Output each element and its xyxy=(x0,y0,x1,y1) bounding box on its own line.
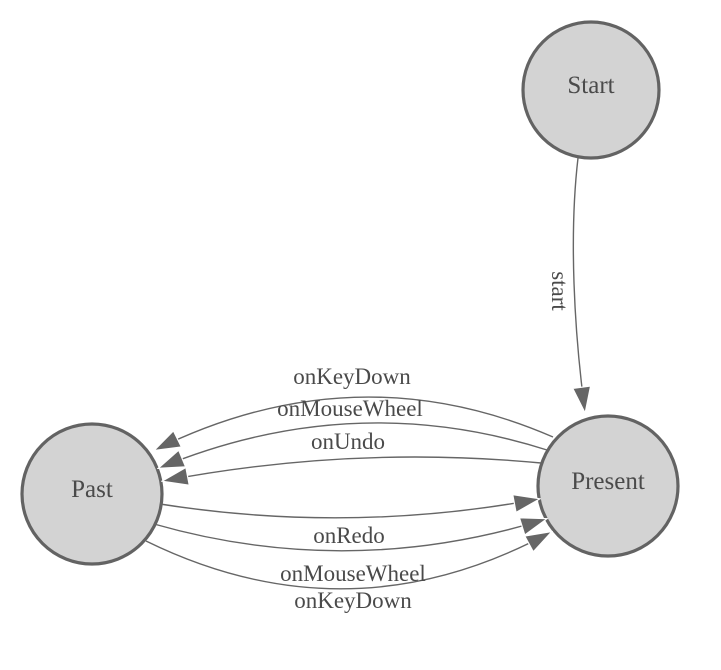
edge-past-to-present-onmousewheel xyxy=(153,519,546,552)
edge-labels-layer: start onKeyDown onMouseWheel onUndo onRe… xyxy=(277,271,572,613)
edge-label-onredo: onRedo xyxy=(313,523,385,548)
edge-label-start: start xyxy=(547,271,572,311)
edge-label-onundo: onUndo xyxy=(311,429,385,454)
edge-past-to-present-onkeydown xyxy=(145,532,551,590)
edge-label-onkeydown-bottom: onKeyDown xyxy=(294,588,412,613)
edge-label-onkeydown-top: onKeyDown xyxy=(293,364,411,389)
node-start: Start xyxy=(521,20,661,160)
node-past-circle xyxy=(20,422,164,566)
edge-present-to-past-onundo xyxy=(163,456,542,481)
edge-start-to-present xyxy=(573,157,585,412)
node-past-label: Past xyxy=(71,476,113,503)
node-present-label: Present xyxy=(571,468,645,495)
edge-present-to-past-onkeydown xyxy=(155,396,554,450)
edge-past-to-present-onredo xyxy=(159,499,539,519)
node-present: Present xyxy=(536,414,680,558)
node-start-circle xyxy=(521,20,661,160)
edge-present-to-past-onmousewheel xyxy=(159,422,548,468)
edges-layer xyxy=(145,157,585,590)
node-start-label: Start xyxy=(567,72,614,99)
edge-label-onmousewheel-bottom: onMouseWheel xyxy=(280,561,426,586)
nodes-layer: Start Present Past xyxy=(20,20,680,566)
edge-label-onmousewheel-top: onMouseWheel xyxy=(277,396,423,421)
node-past: Past xyxy=(20,422,164,566)
node-present-circle xyxy=(536,414,680,558)
